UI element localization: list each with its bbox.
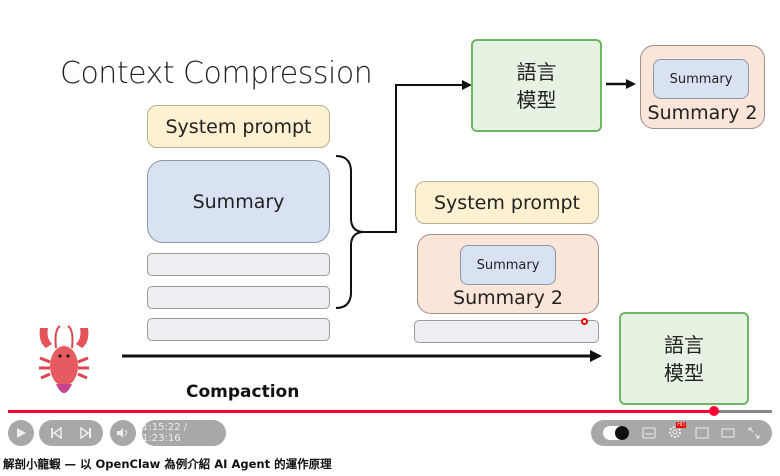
fullscreen-icon[interactable] [748, 427, 760, 439]
message-box [147, 253, 330, 276]
right-controls: HD [591, 420, 772, 446]
scrubber-handle[interactable] [708, 406, 719, 416]
prev-next-group [39, 420, 103, 446]
theater-mode-icon[interactable] [721, 427, 735, 439]
progress-bar[interactable] [8, 406, 772, 416]
message-box [414, 320, 599, 343]
player-controls: 1:15:22 / 1:23:16 HD [0, 412, 780, 452]
summary2-box: Summary Summary 2 [417, 234, 599, 314]
summary-box: Summary [147, 160, 330, 243]
next-icon[interactable] [80, 427, 92, 439]
hd-badge: HD [676, 421, 686, 428]
settings-button[interactable]: HD [668, 421, 686, 442]
autoplay-toggle[interactable] [603, 426, 630, 440]
volume-button[interactable] [110, 420, 136, 446]
video-title: 解剖小龍蝦 — 以 OpenClaw 為例介紹 AI Agent 的運作原理 [3, 457, 332, 471]
subtitles-icon[interactable] [642, 427, 656, 439]
gear-icon [669, 425, 682, 438]
inner-summary-box: Summary [653, 59, 749, 99]
language-model-box-bottom: 語言 模型 [619, 312, 749, 405]
model-label-line1: 語言 [516, 59, 557, 84]
lobster-icon [39, 325, 89, 393]
arrowhead [590, 350, 602, 362]
summary2-output-box: Summary Summary 2 [640, 45, 765, 129]
play-icon [17, 428, 26, 438]
play-button[interactable] [8, 420, 34, 446]
message-box [147, 318, 330, 341]
model-label-line2: 模型 [664, 360, 704, 385]
summary2-label: Summary 2 [453, 287, 563, 309]
brace [335, 155, 365, 309]
slide-title: Context Compression [60, 56, 373, 91]
message-box [147, 286, 330, 309]
model-label-line1: 語言 [664, 332, 704, 357]
inner-summary-box: Summary [460, 245, 556, 285]
model-label-line2: 模型 [516, 87, 557, 112]
slide: Context Compression System prompt Summar… [39, 39, 765, 405]
arrow-to-model [364, 84, 464, 233]
arrowhead [462, 80, 472, 90]
autoplay-knob [615, 426, 630, 440]
cursor-pointer-dot [581, 318, 588, 325]
volume-icon [117, 428, 127, 438]
system-prompt-box-2: System prompt [415, 181, 599, 224]
miniplayer-icon[interactable] [695, 427, 709, 439]
time-display: 1:15:22 / 1:23:16 [142, 420, 226, 446]
compaction-label: Compaction [186, 382, 300, 402]
diagram-connectors [122, 79, 636, 362]
language-model-box-top: 語言 模型 [471, 39, 602, 132]
summary2-label: Summary 2 [647, 102, 758, 124]
arrowhead [626, 79, 636, 89]
progress-played [8, 410, 714, 413]
previous-icon[interactable] [50, 427, 62, 439]
system-prompt-box: System prompt [147, 105, 330, 148]
